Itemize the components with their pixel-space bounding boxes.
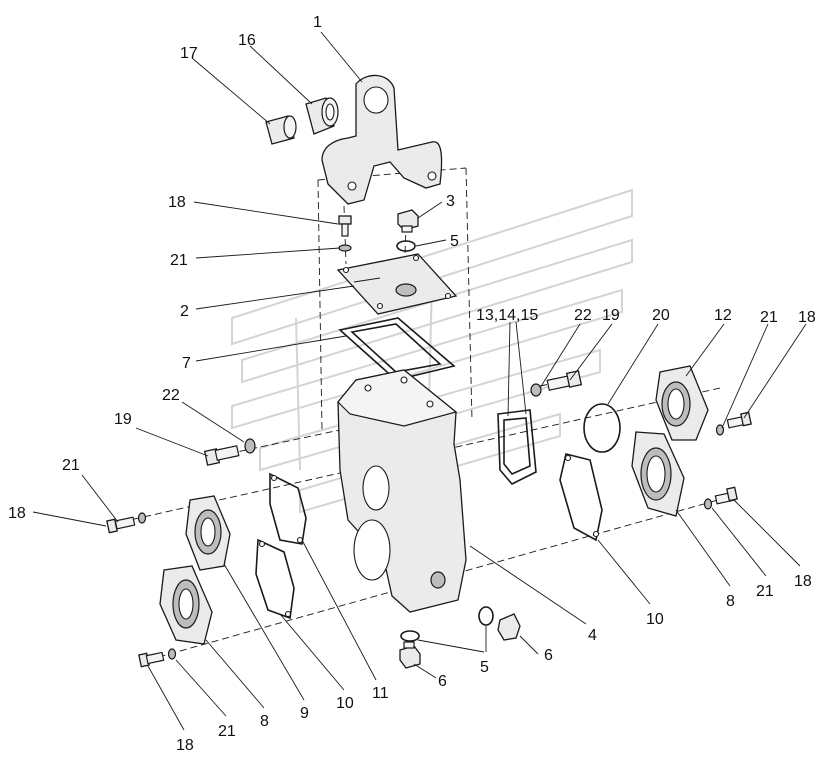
- part-18-bolt-right-top: [726, 411, 752, 429]
- part-19-bolt-left: [203, 445, 240, 466]
- callout-9: 9: [300, 705, 309, 722]
- callout-8-left: 8: [260, 713, 269, 730]
- part-5-seal-bottom-right: [478, 606, 494, 626]
- part-10-gasket-right: [559, 453, 603, 542]
- part-7-gasket: [338, 317, 456, 381]
- part-18-bolt-bottom: [138, 651, 165, 668]
- part-18-bolt-left: [106, 516, 136, 534]
- callout-2: 2: [180, 303, 189, 320]
- callout-10-left: 10: [336, 695, 354, 712]
- callout-12: 12: [714, 307, 732, 324]
- callout-16: 16: [238, 32, 256, 49]
- callout-17: 17: [180, 45, 198, 62]
- part-6-plug-right: [497, 613, 521, 641]
- part-19-bolt-right: [546, 370, 583, 391]
- part-18-bolt-right-bottom: [714, 486, 738, 505]
- callout-21-top: 21: [170, 252, 188, 269]
- part-18-bolt-top: [338, 215, 352, 237]
- part-20-o-ring: [583, 403, 621, 453]
- part-21-washer-bottom: [167, 648, 177, 660]
- part-9-bearing-cap-left: [185, 495, 231, 571]
- callout-18-right-top: 18: [798, 309, 816, 326]
- callout-7: 7: [182, 355, 191, 372]
- callout-20: 20: [652, 307, 670, 324]
- callout-18-top: 18: [168, 194, 186, 211]
- part-1-bracket: [321, 74, 443, 205]
- callout-13-14-15: 13,14,15: [476, 307, 538, 324]
- callout-18-right-bottom: 18: [794, 573, 812, 590]
- watermark-logo: [231, 188, 633, 514]
- callout-22-left: 22: [162, 387, 180, 404]
- callout-21-right-top: 21: [760, 309, 778, 326]
- part-8-bearing-cap-right: [631, 431, 685, 517]
- part-8-bearing-cap-left: [159, 565, 213, 645]
- callout-3: 3: [446, 193, 455, 210]
- part-3-plug: [397, 209, 419, 233]
- part-2-cover-plate: [336, 253, 458, 315]
- callout-8-right: 8: [726, 593, 735, 610]
- part-5-seal-bottom: [400, 630, 420, 642]
- part-22-washer-left: [244, 438, 256, 454]
- callout-6-bottom: 6: [438, 673, 447, 690]
- callout-11: 11: [372, 685, 389, 702]
- part-4-housing: [337, 369, 467, 613]
- callout-labels: 1 17 16 18 3 21 5 2 7 13,14,15 22 19 20 …: [8, 14, 816, 754]
- callout-5-bottom: 5: [480, 659, 489, 676]
- callout-22-right: 22: [574, 307, 592, 324]
- callout-18-left: 18: [8, 505, 26, 522]
- callout-21-right-bottom: 21: [756, 583, 774, 600]
- part-5-seal-top: [396, 240, 416, 252]
- callout-21-bottom: 21: [218, 723, 236, 740]
- callout-4: 4: [588, 627, 597, 644]
- part-13-14-15-side-cover: [497, 409, 537, 485]
- leader-lines: [32, 31, 807, 731]
- part-21-washer-left: [137, 512, 147, 524]
- part-22-washer-right: [530, 383, 542, 397]
- callout-5-top: 5: [450, 233, 459, 250]
- callout-1: 1: [313, 14, 322, 31]
- part-21-washer-right-bottom: [703, 498, 713, 510]
- callout-18-bottom: 18: [176, 737, 194, 754]
- part-21-washer-top: [338, 244, 352, 252]
- part-6-plug-bottom: [399, 641, 421, 669]
- part-17-sleeve: [265, 115, 297, 145]
- part-12-bearing-cap: [655, 365, 709, 441]
- callout-10-right: 10: [646, 611, 664, 628]
- part-16-bushing: [305, 97, 339, 135]
- part-10-gasket-left: [255, 538, 295, 620]
- callout-6-right: 6: [544, 647, 553, 664]
- callout-19-right: 19: [602, 307, 620, 324]
- callout-19-left: 19: [114, 411, 132, 428]
- callout-21-left: 21: [62, 457, 80, 474]
